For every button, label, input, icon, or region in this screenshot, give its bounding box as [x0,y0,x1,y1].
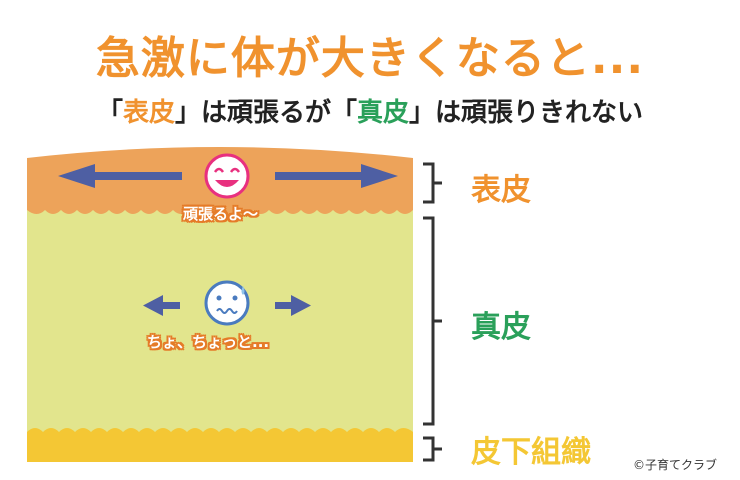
subtitle-middle: 」は頑張るが「 [174,98,357,128]
epidermis-caption: 頑張るよ〜 [183,205,259,223]
dermis-label: 真皮 [471,310,531,345]
worried-face-icon [204,280,250,326]
subtitle: 「表皮」は頑張るが「真皮」は頑張りきれない [0,92,740,129]
page-title: 急激に体が大きくなると... [95,33,645,84]
subtitle-bracket-open: 「 [96,98,123,128]
smile-face-icon [204,153,250,199]
subcutis-bracket [423,436,442,462]
epidermis-left-arrow [58,164,182,188]
dermis-left-arrow [143,295,180,316]
copyright-credit: ©子育てクラブ [633,458,718,472]
subtitle-tail: 」は頑張りきれない [409,98,644,128]
epidermis-label: 表皮 [471,173,531,208]
dermis-bracket [423,216,442,426]
subtitle-word-epidermis: 表皮 [122,98,175,128]
subtitle-word-dermis: 真皮 [357,98,410,128]
subcutis-label: 皮下組織 [471,435,591,470]
dermis-caption: ちょ、ちょっと... [147,333,270,351]
subcutis-layer [27,428,413,462]
dermis-right-arrow [275,295,311,316]
epidermis-right-arrow [275,164,398,188]
epidermis-bracket [423,162,442,204]
